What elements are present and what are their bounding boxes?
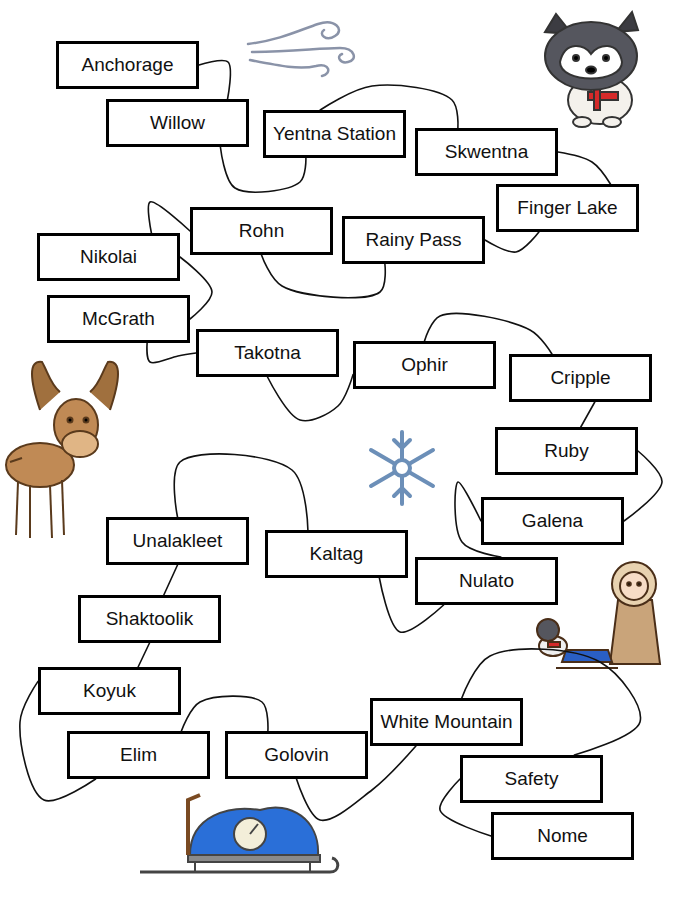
checkpoint-box: Ruby (495, 427, 638, 475)
checkpoint-name: Unalakleet (133, 531, 223, 552)
checkpoint-name: Willow (150, 113, 205, 134)
checkpoint-box: Nikolai (37, 233, 180, 281)
checkpoint-box: Yentna Station (263, 110, 406, 158)
checkpoint-box: Rohn (190, 207, 333, 255)
checkpoint-name: Rainy Pass (365, 230, 461, 251)
checkpoint-box: Nome (491, 812, 634, 860)
checkpoint-box: Ophir (353, 341, 496, 389)
wind-swirl (248, 22, 354, 76)
checkpoint-box: Rainy Pass (342, 216, 485, 264)
checkpoint-box: Elim (67, 731, 210, 779)
trail-line (581, 402, 595, 427)
checkpoint-name: Ophir (401, 355, 447, 376)
checkpoint-name: Galena (522, 511, 583, 532)
checkpoint-name: Cripple (550, 368, 610, 389)
checkpoint-box: Takotna (196, 329, 339, 377)
trail-line (485, 232, 539, 252)
checkpoint-name: Koyuk (83, 681, 136, 702)
checkpoint-name: Rohn (239, 221, 284, 242)
checkpoint-box: Unalakleet (106, 517, 249, 565)
checkpoint-name: Safety (505, 769, 559, 790)
husky-picture (545, 12, 638, 127)
checkpoint-box: Skwentna (415, 128, 558, 176)
checkpoint-name: Elim (120, 745, 157, 766)
checkpoint-box: McGrath (47, 295, 190, 343)
checkpoint-name: Ruby (544, 441, 588, 462)
checkpoint-name: McGrath (82, 309, 155, 330)
checkpoint-name: White Mountain (380, 712, 512, 733)
checkpoint-name: Golovin (264, 745, 328, 766)
trail-line (268, 375, 354, 421)
checkpoint-name: Yentna Station (273, 124, 396, 145)
checkpoint-name: Nikolai (80, 247, 137, 268)
checkpoint-box: Koyuk (38, 667, 181, 715)
checkpoint-box: Galena (481, 497, 624, 545)
checkpoint-name: Nulato (459, 571, 514, 592)
checkpoint-name: Finger Lake (517, 198, 617, 219)
trail-line (138, 643, 149, 667)
checkpoint-box: Safety (460, 755, 603, 803)
trail-line (147, 343, 196, 363)
checkpoint-box: Nulato (415, 557, 558, 605)
checkpoint-box: Anchorage (56, 41, 199, 89)
checkpoint-name: Anchorage (82, 55, 174, 76)
checkpoint-name: Shaktoolik (106, 609, 194, 630)
trail-line (148, 202, 190, 233)
checkpoint-name: Takotna (234, 343, 301, 364)
moose-picture (6, 362, 118, 538)
checkpoint-box: Finger Lake (496, 184, 639, 232)
checkpoint-name: Kaltag (310, 544, 364, 565)
checkpoint-name: Skwentna (445, 142, 528, 163)
snowflake-picture (371, 432, 433, 504)
checkpoint-box: Willow (106, 99, 249, 147)
checkpoint-box: Cripple (509, 354, 652, 402)
trail-line (164, 565, 178, 595)
checkpoint-name: Nome (537, 826, 588, 847)
trail-line (558, 152, 610, 184)
trail-line (199, 61, 230, 99)
checkpoint-box: White Mountain (370, 698, 523, 746)
checkpoint-box: Shaktoolik (78, 595, 221, 643)
checkpoint-box: Golovin (225, 731, 368, 779)
checkpoint-box: Kaltag (265, 530, 408, 578)
trail-line (181, 696, 268, 731)
